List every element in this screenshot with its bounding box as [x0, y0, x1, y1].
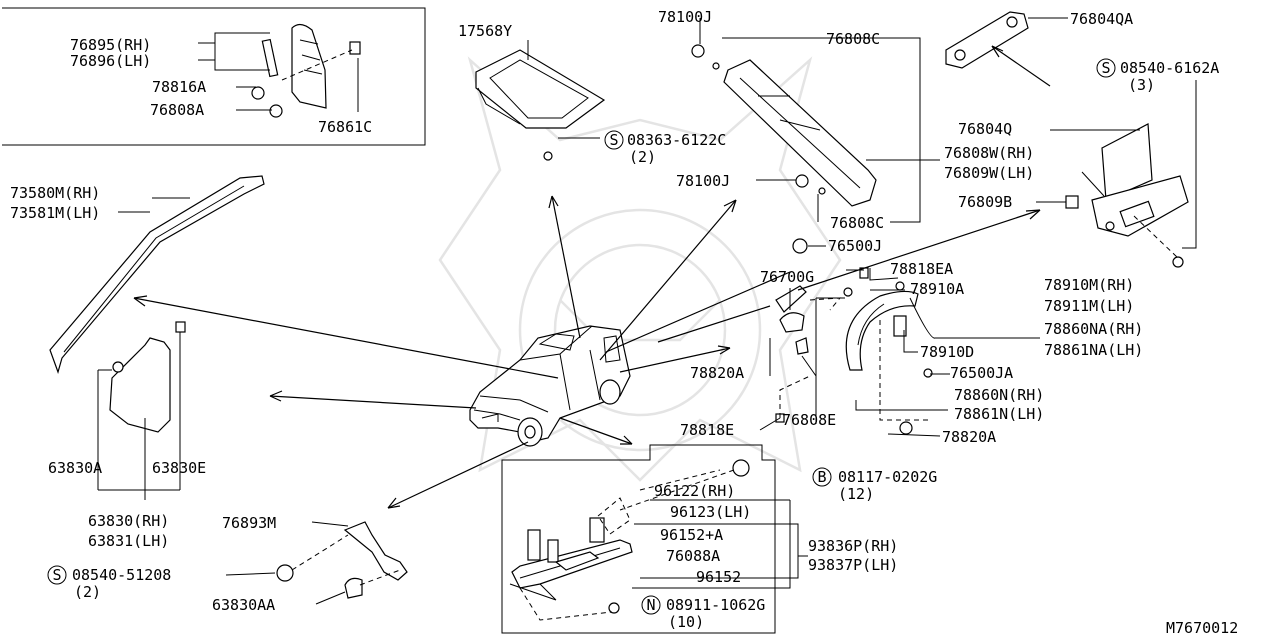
bracket-part: [276, 521, 408, 599]
callout-63830: 63830(RH): [88, 512, 169, 530]
callout-76804Q: 76804Q: [958, 120, 1012, 138]
callout-63830E: 63830E: [152, 459, 206, 477]
callout-76808C-top: 76808C: [826, 30, 880, 48]
callout-96123: 96123(LH): [670, 503, 751, 521]
mudflap-inset-leaders: [198, 32, 359, 112]
callout-08540-51208-qty: (2): [74, 583, 101, 601]
callout-78818EA: 78818EA: [890, 260, 953, 278]
side-molding-part: [691, 44, 877, 207]
callout-78820A-lower: 78820A: [942, 428, 996, 446]
callout-96152A: 96152+A: [660, 526, 723, 544]
callout-08363-qty: (2): [629, 148, 656, 166]
callout-76809B: 76809B: [958, 193, 1012, 211]
mud-guard-part: [97, 321, 186, 500]
vehicle-illustration: [469, 325, 631, 447]
callout-73580M: 73580M(RH): [10, 184, 100, 202]
watermark-emblem: [438, 56, 842, 482]
callout-78911M: 78911M(LH): [1044, 297, 1134, 315]
inset-box-step-bottom: [501, 444, 776, 634]
callout-08540-51208: 08540-51208: [72, 566, 171, 584]
callout-63831: 63831(LH): [88, 532, 169, 550]
callout-08911-qty: (10): [668, 613, 704, 631]
callout-73581M: 73581M(LH): [10, 204, 100, 222]
screw-symbol: [604, 130, 624, 150]
callout-93836P: 93836P(RH): [808, 537, 898, 555]
misc-leaders: [225, 17, 1068, 605]
callout-76808C-mid: 76808C: [830, 214, 884, 232]
callout-76896: 76896(LH): [70, 52, 151, 70]
callout-96122: 96122(RH): [654, 482, 735, 500]
screw-symbol-letter: S: [52, 566, 61, 584]
callout-78818E: 78818E: [680, 421, 734, 439]
callout-63830A: 63830A: [48, 459, 102, 477]
callout-76804QA: 76804QA: [1070, 10, 1133, 28]
rear-trim-parts: [945, 11, 1197, 268]
callout-76500JA: 76500JA: [950, 364, 1013, 382]
callout-78860NA: 78860NA(RH): [1044, 320, 1143, 338]
callout-08117-qty: (12): [838, 485, 874, 503]
step-parts: [509, 459, 808, 621]
callout-78816A: 78816A: [152, 78, 206, 96]
callout-76861C: 76861C: [318, 118, 372, 136]
inset-box-mudflap-top-left: [2, 7, 426, 146]
callout-76895: 76895(RH): [70, 36, 151, 54]
nut-symbol-letter: N: [646, 596, 655, 614]
callout-76808W: 76808W(RH): [944, 144, 1034, 162]
bolt-symbol: [812, 467, 832, 487]
callout-96152: 96152: [696, 568, 741, 586]
fastener-symbols: S S S B N: [47, 58, 1116, 615]
callout-17568Y: 17568Y: [458, 22, 512, 40]
callout-78100J-top: 78100J: [658, 8, 712, 26]
callout-78861N: 78861N(LH): [954, 405, 1044, 423]
callout-08540-6162A: 08540-6162A: [1120, 59, 1219, 77]
screw-symbol-letter: S: [1101, 59, 1110, 77]
screw-symbol: [47, 565, 67, 585]
mudflap-inset-parts: [251, 23, 361, 118]
fender-flare-parts: [775, 238, 1040, 435]
screw-symbol-letter: S: [609, 131, 618, 149]
callout-labels: 76895(RH) 76896(LH) 78816A 76808A 76861C…: [10, 8, 1238, 637]
callout-08540-6162A-qty: (3): [1128, 76, 1155, 94]
console-box-part: [475, 49, 606, 161]
callout-08117-0202G: 08117-0202G: [838, 468, 937, 486]
callout-76500J: 76500J: [828, 237, 882, 255]
callout-78860N: 78860N(RH): [954, 386, 1044, 404]
callout-08911-1062G: 08911-1062G: [666, 596, 765, 614]
nut-symbol: [641, 595, 661, 615]
diagram-id: M7670012: [1166, 619, 1238, 637]
callout-08363-6122C: 08363-6122C: [627, 131, 726, 149]
callout-78861NA: 78861NA(LH): [1044, 341, 1143, 359]
callout-76088A: 76088A: [666, 547, 720, 565]
callout-76808E: 76808E: [782, 411, 836, 429]
callout-78910M: 78910M(RH): [1044, 276, 1134, 294]
callout-76809W: 76809W(LH): [944, 164, 1034, 182]
callout-78910A: 78910A: [910, 280, 964, 298]
callout-78100J-mid: 78100J: [676, 172, 730, 190]
callout-93837P: 93837P(LH): [808, 556, 898, 574]
pointer-arrows: [133, 45, 1051, 509]
callout-78820A-upper: 78820A: [690, 364, 744, 382]
callout-76700G: 76700G: [760, 268, 814, 286]
roof-molding-part: [49, 175, 265, 374]
bolt-symbol-letter: B: [817, 468, 826, 486]
callout-63830AA: 63830AA: [212, 596, 275, 614]
callout-76808A: 76808A: [150, 101, 204, 119]
callout-76893M: 76893M: [222, 514, 276, 532]
callout-78910D: 78910D: [920, 343, 974, 361]
screw-symbol: [1096, 58, 1116, 78]
